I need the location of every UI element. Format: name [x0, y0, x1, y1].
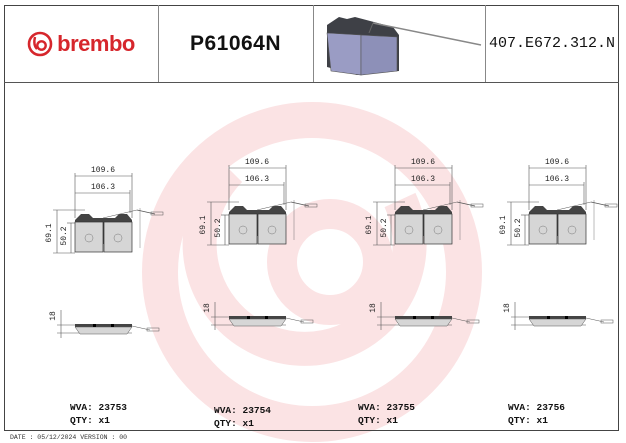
dim-overall-height: 69.1: [365, 215, 374, 234]
side-sensor-connector: [300, 319, 314, 324]
friction-block-left: [228, 213, 258, 245]
dim-thickness: 18: [49, 311, 58, 321]
dim-thickness: 18: [503, 303, 512, 313]
friction-block-right: [103, 221, 133, 253]
pad-drawing-2: 109.6 106.3 69.1 50.2 18: [199, 158, 318, 330]
clip: [93, 324, 96, 327]
rivet-circle: [238, 225, 248, 235]
dim-pad-width: 106.3: [411, 175, 435, 184]
clip: [265, 316, 268, 319]
rivet-circle: [267, 225, 277, 235]
dimension-line: [422, 201, 458, 211]
dim-pad-height: 50.2: [214, 218, 223, 237]
quantity: QTY: x1: [508, 415, 548, 426]
side-friction-material: [74, 326, 133, 335]
wva-number: WVA: 23756: [508, 402, 566, 413]
brand-cell: brembo: [4, 5, 159, 82]
part-number: P61064N: [189, 31, 282, 55]
side-friction-material: [528, 318, 587, 327]
side-backing-plate: [75, 324, 132, 327]
drawing-frame: [4, 5, 619, 431]
side-sensor-connector: [466, 319, 480, 324]
quantity: QTY: x1: [70, 415, 110, 426]
dim-overall-height: 69.1: [499, 215, 508, 234]
clip: [547, 316, 550, 319]
clip: [565, 316, 568, 319]
clip: [413, 316, 416, 319]
side-sensor-connector: [600, 319, 614, 324]
rivet-circle: [433, 225, 443, 235]
dim-overall-height: 69.1: [199, 215, 208, 234]
quantity: QTY: x1: [214, 418, 254, 429]
pad-drawing-4: 109.6 106.3 69.1 50.2 18: [499, 158, 618, 330]
quantity: QTY: x1: [358, 415, 398, 426]
friction-block-left: [74, 221, 104, 253]
wear-sensor-connector: [150, 211, 164, 216]
dim-pad-height: 50.2: [380, 218, 389, 237]
dimension-line: [256, 201, 292, 211]
friction-block-left: [394, 213, 424, 245]
friction-block-right: [557, 213, 587, 245]
rivet-circle: [567, 225, 577, 235]
reference-cell: 407.E672.312.N: [485, 5, 619, 82]
dim-pad-width: 106.3: [545, 175, 569, 184]
wear-sensor-connector: [304, 203, 318, 208]
clip: [431, 316, 434, 319]
dim-overall-width: 109.6: [245, 158, 269, 167]
clip: [247, 316, 250, 319]
pad-drawing-1: 109.6 106.3 69.1 50.2 18: [45, 166, 164, 338]
dim-thickness: 18: [369, 303, 378, 313]
dim-overall-width: 109.6: [411, 158, 435, 167]
part-number-cell: P61064N: [158, 5, 314, 82]
rivet-circle: [538, 225, 548, 235]
title-block: brembo P61064N 407.E672.312.N: [4, 5, 619, 83]
rivet-circle: [404, 225, 414, 235]
friction-block-right: [257, 213, 287, 245]
clip: [111, 324, 114, 327]
dim-overall-height: 69.1: [45, 223, 54, 242]
wva-number: WVA: 23753: [70, 402, 128, 413]
brand-name: brembo: [57, 30, 135, 56]
wear-sensor-connector: [604, 203, 618, 208]
product-image-cell: [313, 5, 486, 82]
rivet-circle: [84, 233, 94, 243]
side-sensor-connector: [146, 327, 160, 332]
dimension-line: [102, 209, 138, 219]
pad-drawing-3: 109.6 106.3 69.1 50.2 18: [365, 158, 484, 330]
wva-number: WVA: 23754: [214, 405, 272, 416]
side-friction-material: [228, 318, 287, 327]
wva-number: WVA: 23755: [358, 402, 416, 413]
side-backing-plate: [529, 316, 586, 319]
side-backing-plate: [395, 316, 452, 319]
friction-block-left: [528, 213, 558, 245]
wear-sensor-connector: [470, 203, 484, 208]
rivet-circle: [113, 233, 123, 243]
reference-number: 407.E672.312.N: [488, 35, 616, 52]
side-friction-material: [394, 318, 453, 327]
dim-pad-height: 50.2: [60, 226, 69, 245]
friction-block-right: [423, 213, 453, 245]
brembo-logo-icon: [27, 31, 53, 56]
side-backing-plate: [229, 316, 286, 319]
dim-pad-width: 106.3: [245, 175, 269, 184]
dim-pad-width: 106.3: [91, 183, 115, 192]
dim-thickness: 18: [203, 303, 212, 313]
date-version: DATE : 05/12/2024 VERSION : 00: [10, 434, 128, 441]
dimension-line: [556, 201, 592, 211]
dim-pad-height: 50.2: [514, 218, 523, 237]
dim-overall-width: 109.6: [91, 166, 115, 175]
dim-overall-width: 109.6: [545, 158, 569, 167]
brake-pad-image: [326, 17, 482, 76]
